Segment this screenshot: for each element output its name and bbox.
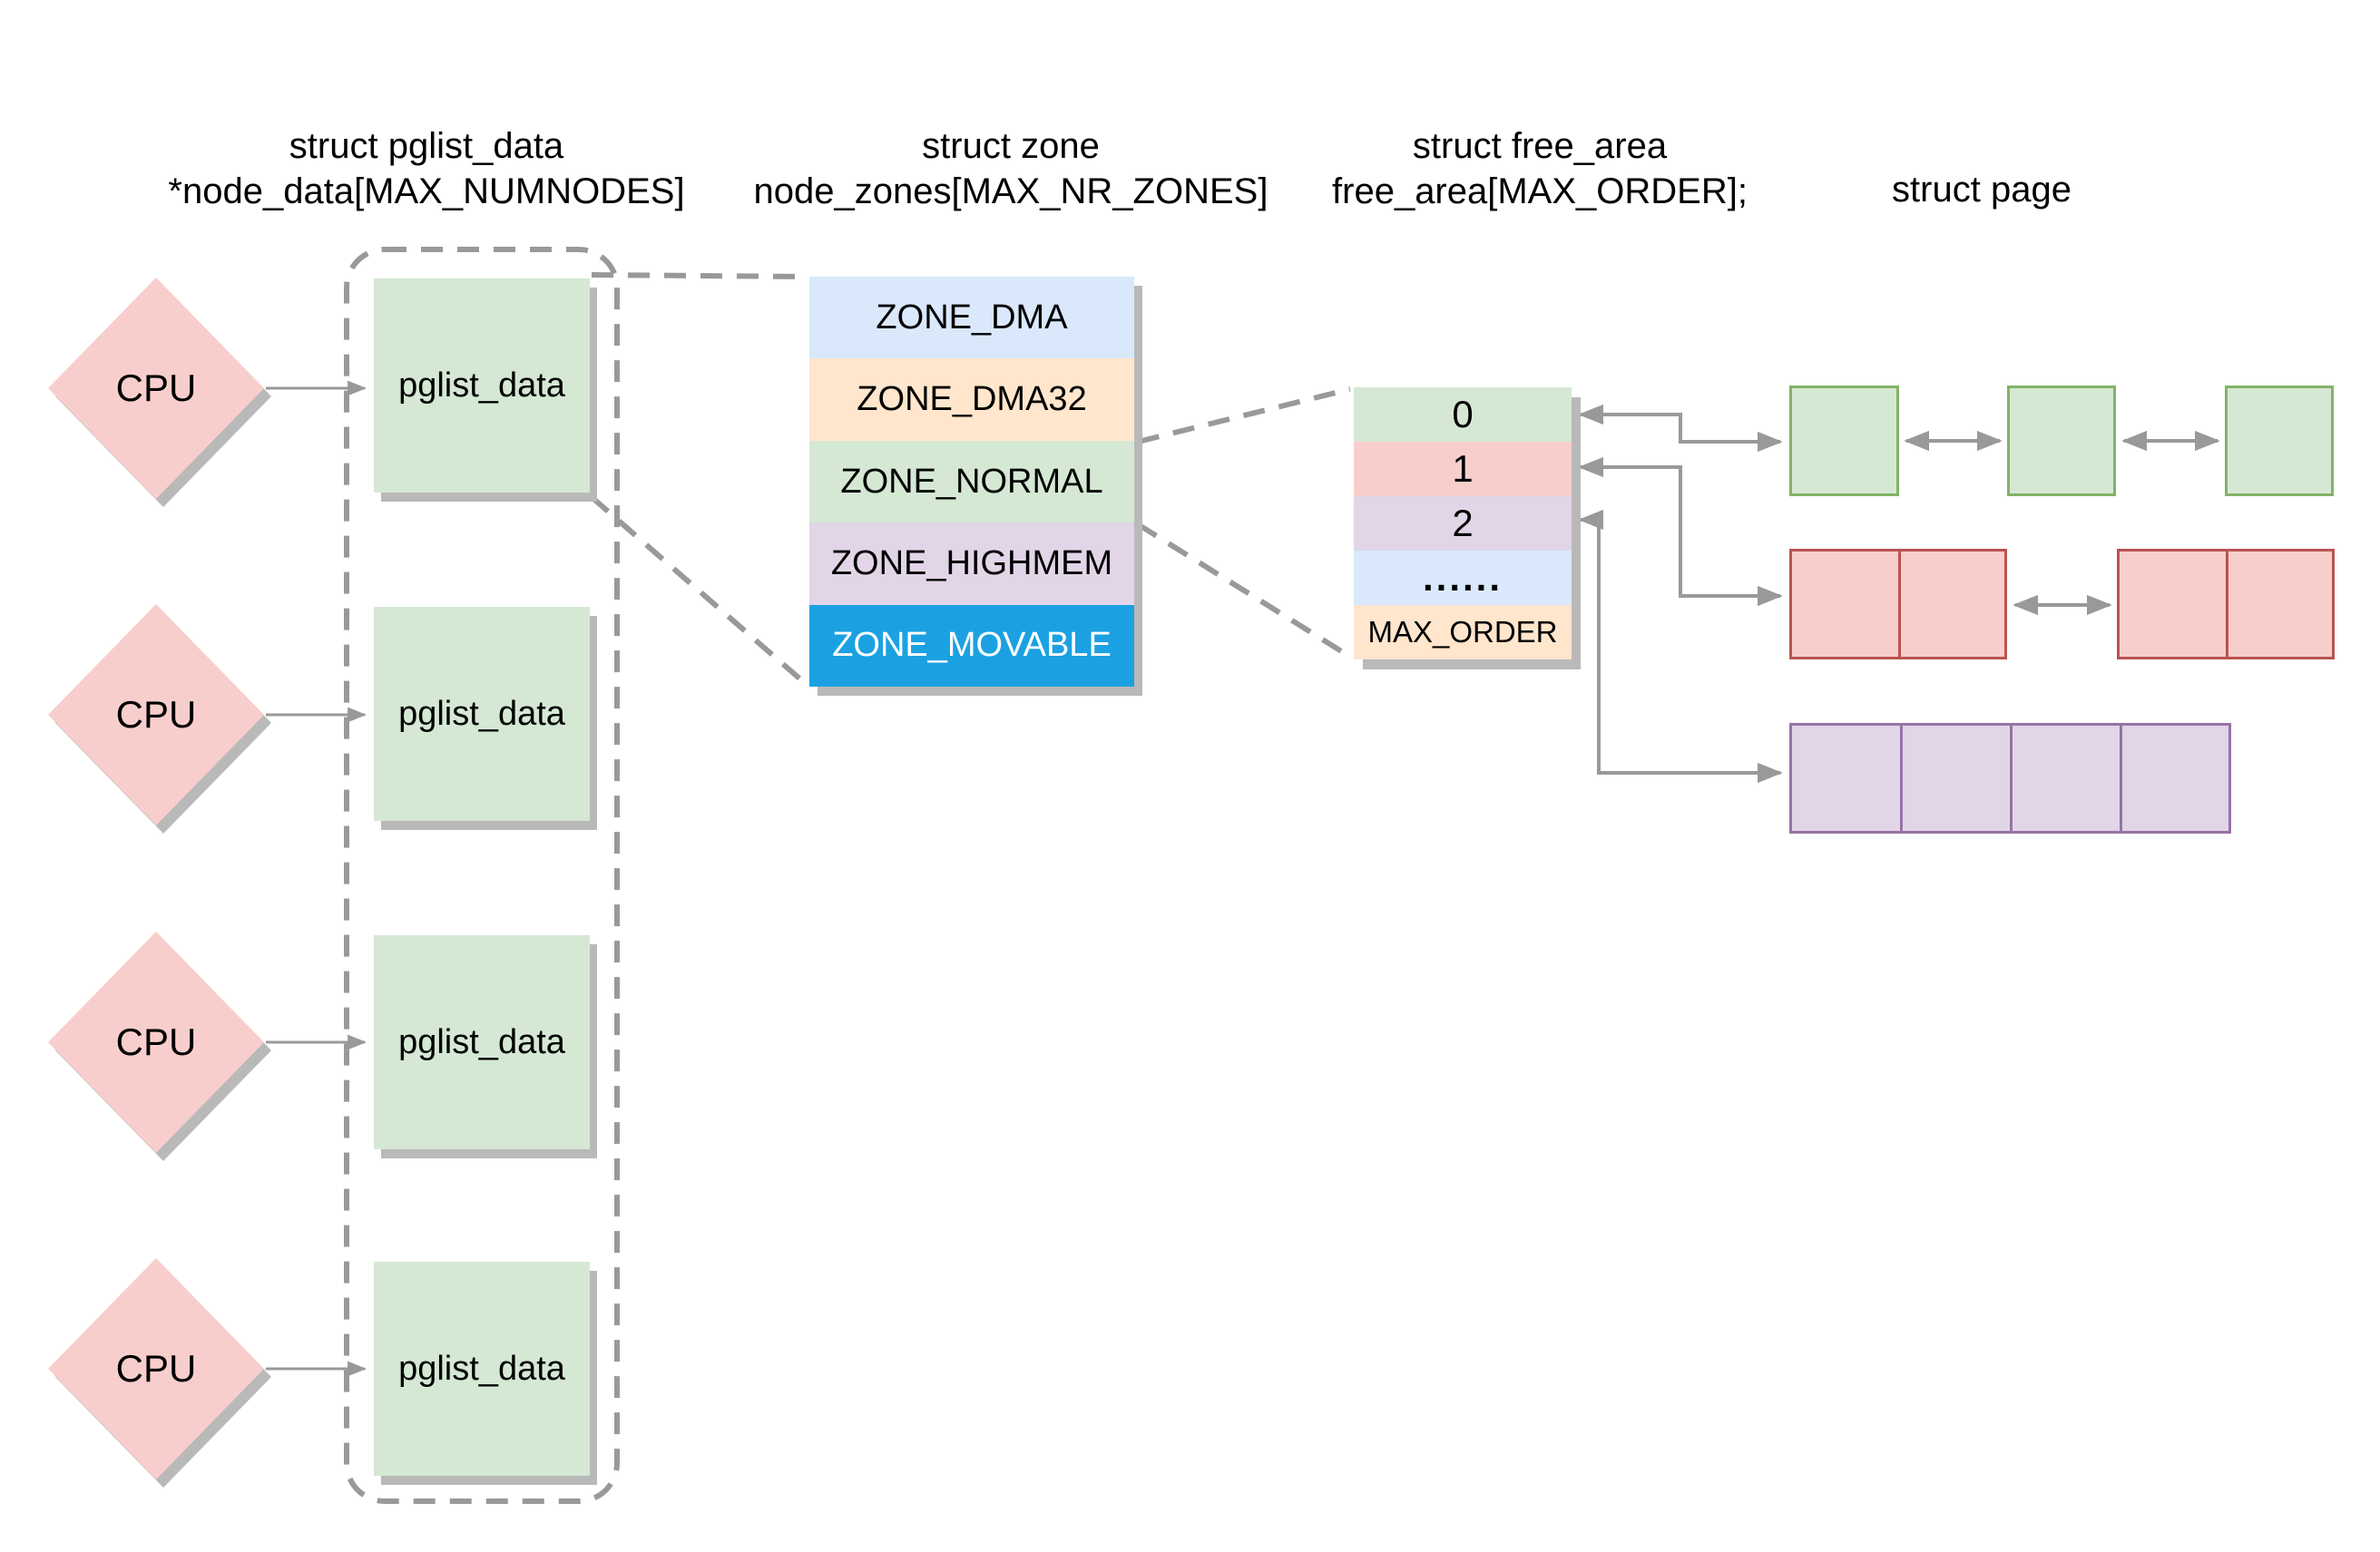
- header-zone-line1: struct zone: [922, 126, 1100, 166]
- zone-row-dma: ZONE_DMA: [809, 277, 1134, 359]
- node-box-3: pglist_data: [374, 935, 590, 1149]
- header-free-area-line1: struct free_area: [1412, 126, 1668, 166]
- free-area-table: 0 1 2 ...... MAX_ORDER: [1354, 387, 1572, 659]
- page-block-order0-3: [2225, 386, 2334, 496]
- zone-to-freearea-dashed-top: [1137, 386, 1351, 444]
- header-zone-line2: node_zones[MAX_NR_ZONES]: [753, 171, 1268, 211]
- node-box-1: pglist_data: [374, 278, 590, 493]
- node-to-zone-dashed-top: [591, 272, 807, 279]
- page-block-order0-1: [1789, 386, 1899, 496]
- header-pglist-line1: struct pglist_data: [289, 126, 564, 166]
- header-free-area: struct free_area free_area[MAX_ORDER];: [1222, 123, 1857, 214]
- node-to-zone-dashed-bottom: [590, 494, 808, 687]
- cpu-label-4: CPU: [115, 1347, 197, 1390]
- cpu-diamond-2: [48, 604, 264, 825]
- zone-row-normal: ZONE_NORMAL: [809, 440, 1134, 523]
- page-block-order2-1: [1789, 723, 2231, 834]
- header-page: struct page: [1709, 167, 2254, 212]
- node-box-4: pglist_data: [374, 1262, 590, 1476]
- page-block-order1-1-divider: [1898, 551, 1901, 658]
- header-pglist-data: struct pglist_data *node_data[MAX_NUMNOD…: [109, 123, 744, 214]
- cpu-label-1: CPU: [115, 366, 197, 409]
- cpu-label-2: CPU: [115, 693, 197, 736]
- cpu-label-3: CPU: [115, 1020, 197, 1063]
- cpu-diamond-1: [48, 278, 264, 499]
- free-area-row-0: 0: [1354, 387, 1572, 442]
- node-box-2: pglist_data: [374, 607, 590, 821]
- header-pglist-line2: *node_data[MAX_NUMNODES]: [168, 171, 685, 211]
- free-area-row-max-order: MAX_ORDER: [1354, 605, 1572, 659]
- page-block-order2-divider-3: [2120, 725, 2122, 832]
- header-page-line1: struct page: [1892, 170, 2071, 210]
- header-free-area-line2: free_area[MAX_ORDER];: [1332, 171, 1748, 211]
- cpu-diamond-4: [48, 1258, 264, 1479]
- zone-row-highmem: ZONE_HIGHMEM: [809, 522, 1134, 605]
- page-block-order1-2-divider: [2226, 551, 2228, 658]
- zone-stack: ZONE_DMA ZONE_DMA32 ZONE_NORMAL ZONE_HIG…: [809, 277, 1134, 688]
- page-block-order2-divider-2: [2010, 725, 2013, 832]
- freearea-row1-to-pages-arrow: [1578, 456, 1783, 607]
- freearea-row2-to-pages-arrow: [1578, 509, 1783, 784]
- free-area-row-2: 2: [1354, 496, 1572, 551]
- freearea-row0-to-pages-arrow: [1578, 404, 1783, 453]
- page-block-order2-divider-1: [1900, 725, 1903, 832]
- free-area-row-ellipsis: ......: [1354, 551, 1572, 605]
- node-array-dashed-container: [344, 247, 620, 1504]
- zone-row-movable: ZONE_MOVABLE: [809, 604, 1134, 688]
- page-block-order1-1: [1789, 549, 2007, 659]
- zone-to-freearea-dashed-bottom: [1136, 522, 1352, 659]
- zone-row-dma32: ZONE_DMA32: [809, 358, 1134, 441]
- page-block-order0-2: [2007, 386, 2116, 496]
- free-area-row-1: 1: [1354, 442, 1572, 496]
- cpu-diamond-3: [48, 932, 264, 1153]
- page-block-order1-2: [2117, 549, 2335, 659]
- header-zone: struct zone node_zones[MAX_NR_ZONES]: [693, 123, 1328, 214]
